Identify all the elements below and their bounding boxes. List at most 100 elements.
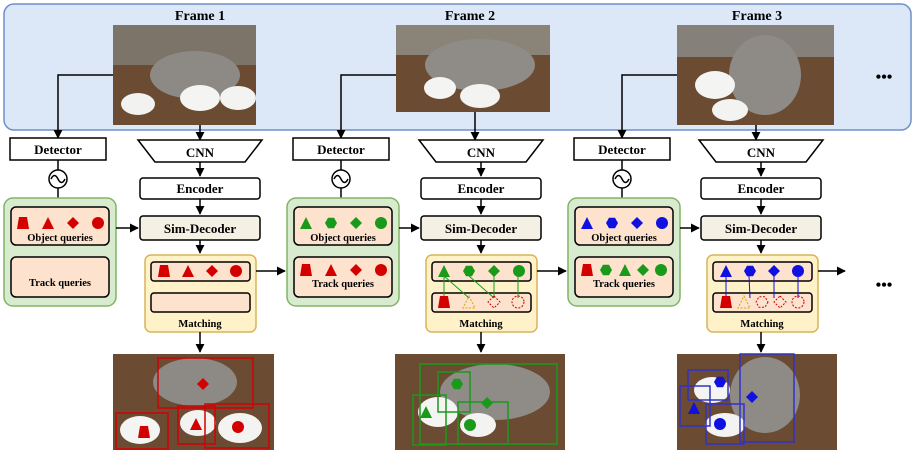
svg-text:Track queries: Track queries: [312, 279, 374, 290]
object-query-icon: [581, 217, 593, 229]
detection-icon: [197, 378, 209, 390]
svg-text:CNN: CNN: [186, 145, 215, 160]
match-track-icon: [720, 296, 732, 308]
svg-text:Matching: Matching: [178, 319, 222, 330]
detection-icon: [190, 418, 202, 430]
match-query-icon: [513, 265, 525, 277]
match-track-icon: [487, 295, 501, 309]
matching-panel-3: Matching: [706, 254, 819, 333]
match-query-icon: [438, 265, 450, 277]
frame-2-image: [396, 25, 550, 112]
track-query-icon: [325, 264, 337, 276]
object-query-icon: [325, 217, 337, 229]
object-query-icon: [42, 217, 54, 229]
sine-symbol-2: [331, 160, 351, 198]
svg-text:Track queries: Track queries: [593, 279, 655, 290]
track-query-icon: [375, 264, 387, 276]
track-query-icon: [600, 264, 612, 276]
object-query-icon: [631, 217, 643, 229]
sine-symbol-3: [612, 160, 632, 198]
sim-decoder-3: Sim-Decoder: [700, 215, 822, 241]
match-query-icon: [230, 265, 242, 277]
match-track-icon: [438, 296, 450, 308]
match-query-icon: [206, 265, 218, 277]
match-query-icon: [792, 265, 804, 277]
svg-text:Encoder: Encoder: [177, 181, 224, 196]
frame-to-detector-arrows: [53, 74, 761, 141]
svg-text:CNN: CNN: [467, 145, 496, 160]
svg-text:Sim-Decoder: Sim-Decoder: [164, 221, 236, 236]
matching-lines-3: [725, 275, 799, 299]
detection-icon: [714, 418, 726, 430]
object-query-icon: [375, 217, 387, 229]
flow-arrows: [116, 162, 846, 353]
detection-icon: [714, 376, 726, 388]
object-query-icon: [67, 217, 79, 229]
svg-text:Encoder: Encoder: [738, 181, 785, 196]
match-track-icon: [791, 295, 805, 309]
track-query-icon: [350, 264, 362, 276]
detection-icon: [746, 391, 758, 403]
queries-panel-3: Object queries Track queries: [567, 197, 681, 307]
more-frames-ellipsis: •••: [876, 69, 893, 86]
match-query-icon: [768, 265, 780, 277]
match-track-icon: [755, 296, 769, 308]
object-query-icon: [17, 217, 29, 229]
sim-decoder-2: Sim-Decoder: [420, 215, 542, 241]
sine-symbol-1: [48, 160, 68, 198]
frame-3-image: [677, 25, 834, 125]
matching-lines-2: [443, 275, 519, 299]
match-track-icon: [511, 295, 525, 309]
match-query-icon: [744, 265, 756, 277]
frame-2-title: Frame 2: [445, 9, 495, 24]
more-frames-ellipsis-2: •••: [876, 277, 893, 294]
cnn-3: CNN: [697, 139, 825, 163]
match-track-icon: [773, 295, 787, 309]
svg-text:Matching: Matching: [740, 319, 784, 330]
svg-text:Detector: Detector: [34, 142, 82, 157]
track-query-icon: [300, 264, 312, 276]
svg-text:Object queries: Object queries: [27, 233, 93, 244]
svg-text:Sim-Decoder: Sim-Decoder: [725, 221, 797, 236]
track-query-icon: [637, 264, 649, 276]
output-image-2: [395, 354, 565, 450]
object-query-icon: [92, 217, 104, 229]
match-query-icon: [720, 265, 732, 277]
queries-panel-2: Object queries Track queries: [286, 197, 400, 307]
output-image-1: [113, 354, 274, 450]
detection-icon: [420, 406, 432, 418]
match-query-icon: [488, 265, 500, 277]
svg-text:Detector: Detector: [598, 142, 646, 157]
match-query-icon: [182, 265, 194, 277]
svg-text:Detector: Detector: [317, 142, 365, 157]
svg-text:Object queries: Object queries: [310, 233, 376, 244]
track-query-icon: [655, 264, 667, 276]
frame-1-image: [113, 25, 256, 125]
detector-2: Detector: [292, 137, 390, 161]
track-query-icon: [619, 264, 631, 276]
detector-1: Detector: [9, 137, 107, 161]
output-image-3: [677, 353, 837, 450]
queries-panel-1: Object queries Track queries: [3, 197, 117, 307]
object-query-icon: [350, 217, 362, 229]
detection-icon: [464, 419, 476, 431]
svg-text:Matching: Matching: [459, 319, 503, 330]
svg-text:Encoder: Encoder: [458, 181, 505, 196]
detection-icon: [451, 378, 463, 390]
encoder-2: Encoder: [420, 177, 542, 200]
track-query-icon: [581, 264, 593, 276]
frame-3-title: Frame 3: [732, 9, 782, 24]
detector-3: Detector: [573, 137, 671, 161]
frame-1-title: Frame 1: [175, 9, 225, 24]
object-query-icon: [300, 217, 312, 229]
object-query-icon: [656, 217, 668, 229]
match-track-icon: [737, 294, 751, 309]
cnn-1: CNN: [136, 139, 264, 163]
sim-decoder-1: Sim-Decoder: [139, 215, 261, 241]
svg-text:CNN: CNN: [747, 145, 776, 160]
matching-panel-2: Matching: [425, 254, 538, 333]
detection-icon: [688, 402, 700, 414]
cnn-2: CNN: [417, 139, 545, 163]
detection-icon: [138, 426, 150, 438]
encoder-1: Encoder: [139, 177, 261, 200]
